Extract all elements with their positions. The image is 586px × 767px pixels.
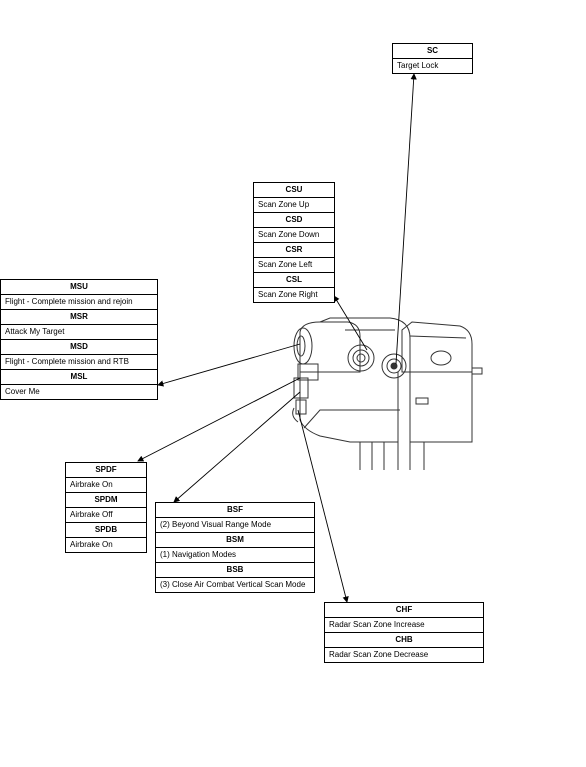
spdf-label-box: SPDF Airbrake On SPDM Airbrake Off SPDB … (65, 462, 147, 553)
spdm-code: SPDM (66, 492, 146, 507)
csu-desc: Scan Zone Up (254, 197, 334, 212)
csu-label-box: CSU Scan Zone Up CSD Scan Zone Down CSR … (253, 182, 335, 303)
csl-desc: Scan Zone Right (254, 287, 334, 302)
msd-desc: Flight - Complete mission and RTB (1, 354, 157, 369)
bsm-code: BSM (156, 532, 314, 547)
msl-code: MSL (1, 369, 157, 384)
leader-lines (137, 73, 417, 603)
msu-code: MSU (70, 282, 88, 291)
csd-desc: Scan Zone Down (254, 227, 334, 242)
spdf-desc: Airbrake On (66, 477, 146, 492)
msu-label-box: MSU Flight - Complete mission and rejoin… (0, 279, 158, 400)
spdf-code: SPDF (95, 465, 117, 474)
csr-desc: Scan Zone Left (254, 257, 334, 272)
bsf-desc: (2) Beyond Visual Range Mode (156, 517, 314, 532)
csr-code: CSR (254, 242, 334, 257)
bsb-desc: (3) Close Air Combat Vertical Scan Mode (156, 577, 314, 592)
spdb-desc: Airbrake On (66, 537, 146, 552)
chf-label-box: CHF Radar Scan Zone Increase CHB Radar S… (324, 602, 484, 663)
sc-label-box: SC Target Lock (392, 43, 473, 74)
bsf-label-box: BSF (2) Beyond Visual Range Mode BSM (1)… (155, 502, 315, 593)
spdm-desc: Airbrake Off (66, 507, 146, 522)
chf-code: CHF (395, 605, 413, 614)
chb-desc: Radar Scan Zone Decrease (325, 647, 483, 662)
sc-desc: Target Lock (393, 58, 472, 73)
msd-code: MSD (1, 339, 157, 354)
chf-desc: Radar Scan Zone Increase (325, 617, 483, 632)
msu-desc: Flight - Complete mission and rejoin (1, 294, 157, 309)
sc-code: SC (426, 46, 439, 55)
bsb-code: BSB (156, 562, 314, 577)
throttle-body (292, 317, 483, 470)
msr-desc: Attack My Target (1, 324, 157, 339)
msl-desc: Cover Me (1, 384, 157, 399)
csd-code: CSD (254, 212, 334, 227)
msr-code: MSR (1, 309, 157, 324)
chb-code: CHB (325, 632, 483, 647)
csl-code: CSL (254, 272, 334, 287)
csu-code: CSU (285, 185, 303, 194)
spdb-code: SPDB (66, 522, 146, 537)
bsm-desc: (1) Navigation Modes (156, 547, 314, 562)
bsf-code: BSF (227, 505, 243, 514)
